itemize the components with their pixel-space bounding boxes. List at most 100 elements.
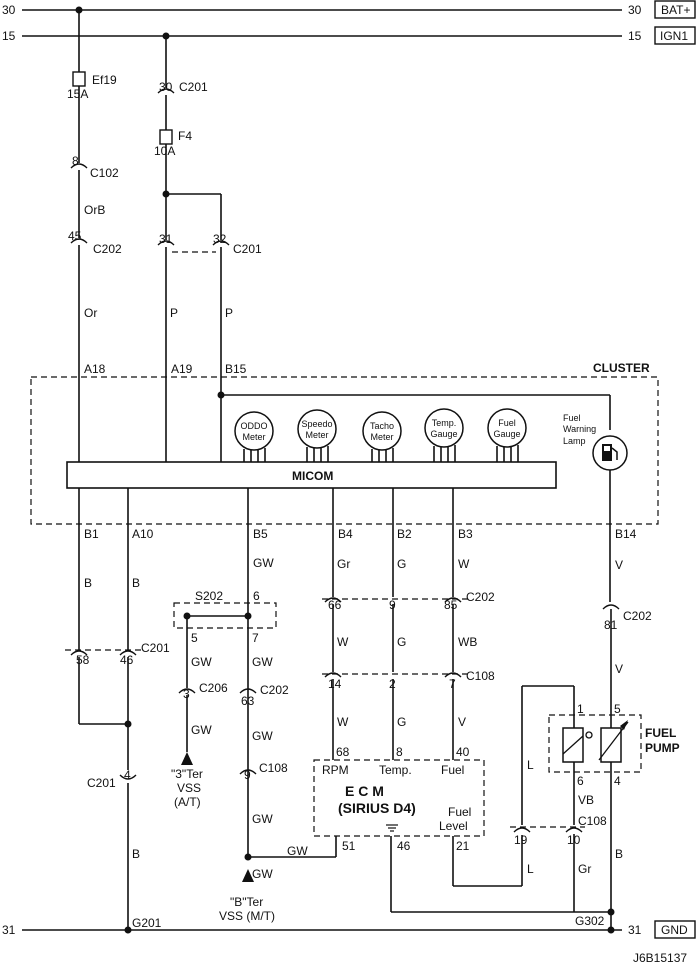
wire-color-b2: B xyxy=(132,576,140,590)
junction-dot xyxy=(124,720,132,728)
vss-at-line1: "3"Ter xyxy=(171,767,203,781)
ecm-pin-40: 40 xyxy=(456,745,470,759)
pin-2-c108: 2 xyxy=(389,677,396,691)
terminal-arrow xyxy=(181,752,193,765)
cluster-pin-b3: B3 xyxy=(458,527,473,541)
gnd-rail-right-label: 31 xyxy=(628,923,642,937)
gnd-rail: 31 31 GND xyxy=(2,920,696,939)
ign-rail: 15 15 IGN1 xyxy=(2,26,696,45)
pin-7-c108: 7 xyxy=(449,677,456,691)
cluster-pin-b5: B5 xyxy=(253,527,268,541)
pump-pin-6: 6 xyxy=(577,774,584,788)
ecm-subtitle: (SIRIUS D4) xyxy=(338,800,416,816)
pump-pin-4: 4 xyxy=(614,774,621,788)
wire-color-g3: G xyxy=(397,715,406,729)
wire-color-b3: B xyxy=(132,847,140,861)
gnd-label: GND xyxy=(661,923,688,937)
svg-text:Meter: Meter xyxy=(242,432,265,442)
fuel-pump-icon xyxy=(602,444,612,461)
pin-66-c202: 66 xyxy=(328,598,342,612)
cluster-box xyxy=(30,376,659,525)
wire-color-g2: G xyxy=(397,635,406,649)
junction-dot xyxy=(217,391,225,399)
wire-color-gw1: GW xyxy=(253,556,274,570)
wire-color-orb: OrB xyxy=(84,203,105,217)
pin-19-c108: 19 xyxy=(514,833,528,847)
svg-text:Speedo: Speedo xyxy=(301,419,332,429)
pin-32-c201: 32 xyxy=(213,232,227,246)
wire-color-l1: L xyxy=(527,758,534,772)
svg-text:Warning: Warning xyxy=(563,424,596,434)
ecm-box xyxy=(313,759,485,837)
junction-dot xyxy=(162,190,170,198)
wire-color-v3: V xyxy=(615,662,623,676)
pin-81-c202: 81 xyxy=(604,618,618,632)
wire-color-l2: L xyxy=(527,862,534,876)
figure-id: J6B15137 xyxy=(633,951,687,965)
ign-label: IGN1 xyxy=(660,29,688,43)
vss-at-line2: VSS xyxy=(177,781,201,795)
ecm-pin-68: 68 xyxy=(336,745,350,759)
fuel-pump xyxy=(548,609,642,930)
c201-label-mid: C201 xyxy=(233,242,262,256)
wire-color-gw7: GW xyxy=(287,844,308,858)
c202-label: C202 xyxy=(93,242,122,256)
wire-color-v2: V xyxy=(615,558,623,572)
c202-label-v: C202 xyxy=(623,609,652,623)
ground-g302: G302 xyxy=(575,914,605,928)
cluster-title: CLUSTER xyxy=(593,361,650,375)
c102-label: C102 xyxy=(90,166,119,180)
ecm-ground-symbol xyxy=(386,824,398,832)
vss-at-line3: (A/T) xyxy=(174,795,201,809)
pin-3-c206: 3 xyxy=(183,687,190,701)
cluster-pin-a18: A18 xyxy=(84,362,106,376)
pin-85-c202: 85 xyxy=(444,598,458,612)
gnd-rail-left-label: 31 xyxy=(2,923,16,937)
wire-color-p2: P xyxy=(225,306,233,320)
cluster-pin-b4: B4 xyxy=(338,527,353,541)
ecm-title: E C M xyxy=(345,783,384,799)
terminal-arrow xyxy=(242,869,254,882)
svg-text:Gauge: Gauge xyxy=(493,429,520,439)
pump-pin-1: 1 xyxy=(577,702,584,716)
wire-color-p1: P xyxy=(170,306,178,320)
c108-label-signals: C108 xyxy=(466,669,495,683)
wire-color-gr2: Gr xyxy=(578,862,591,876)
fuse-f4 xyxy=(159,129,173,145)
pin-9-c108: 9 xyxy=(244,768,251,782)
wire-b1-a10-ground xyxy=(65,488,145,930)
s202-pin-7: 7 xyxy=(252,631,259,645)
meter-tacho: Tacho Meter xyxy=(362,411,402,462)
wire-b5-speed xyxy=(173,488,337,882)
wire-color-b4: B xyxy=(615,847,623,861)
fuel-pump-box xyxy=(548,714,642,773)
vss-mt-line2: VSS (M/T) xyxy=(219,909,275,923)
cluster-pin-a10: A10 xyxy=(132,527,154,541)
c201-label-lower: C201 xyxy=(141,641,170,655)
micom-box xyxy=(66,461,557,489)
pin-14-c108: 14 xyxy=(328,677,342,691)
svg-text:Meter: Meter xyxy=(370,432,393,442)
svg-text:Fuel: Fuel xyxy=(563,413,581,423)
svg-text:Gauge: Gauge xyxy=(430,429,457,439)
pin-63-c202: 63 xyxy=(241,694,255,708)
wire-color-gr1: Gr xyxy=(337,557,350,571)
junction-dot xyxy=(244,853,252,861)
wire-color-g1: G xyxy=(397,557,406,571)
ecm-fuel-level-1: Fuel xyxy=(448,805,471,819)
wire-color-gw5: GW xyxy=(252,729,273,743)
wire-color-w2: W xyxy=(337,635,349,649)
bat-rail: 30 30 BAT+ xyxy=(2,0,696,19)
wire-color-gw8: GW xyxy=(252,867,273,881)
c202-label-gw: C202 xyxy=(260,683,289,697)
wire-color-gw3: GW xyxy=(252,655,273,669)
cluster-pin-b2: B2 xyxy=(397,527,412,541)
cluster-pin-b14: B14 xyxy=(615,527,637,541)
bat-rail-right-label: 30 xyxy=(628,3,642,17)
pin-30-c201: 30 xyxy=(159,80,173,94)
wire-color-w1: W xyxy=(458,557,470,571)
junction-dot xyxy=(183,612,191,620)
wire-bat-to-a18 xyxy=(70,10,88,462)
pin-46-c201: 46 xyxy=(120,653,134,667)
